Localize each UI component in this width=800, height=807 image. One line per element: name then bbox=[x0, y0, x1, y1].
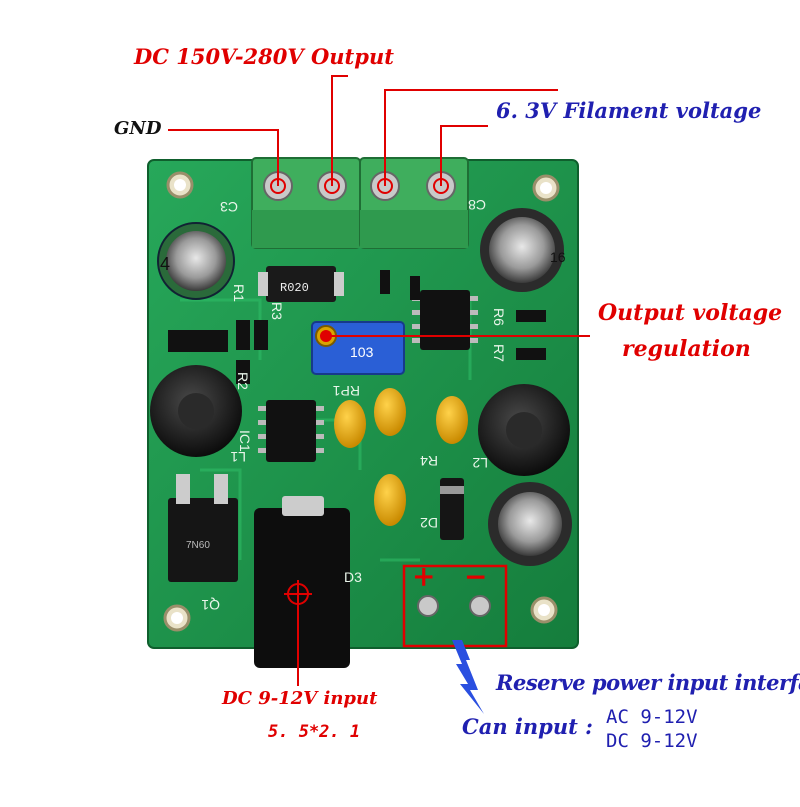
silk-d3: D3 bbox=[344, 569, 362, 585]
callout-dots bbox=[270, 178, 449, 342]
gnd-label: GND bbox=[114, 118, 162, 139]
minus-sign: − bbox=[464, 560, 488, 593]
reserve-label: Reserve power input interface bbox=[496, 670, 800, 695]
capacitor-bottom-right bbox=[488, 482, 572, 566]
smd-parts bbox=[168, 270, 546, 384]
silk-l2: L2 bbox=[472, 455, 488, 471]
ac-range-label: AC 9-12V bbox=[606, 706, 698, 728]
dc-range-label: DC 9-12V bbox=[606, 730, 698, 752]
silk-ic1: IC1 bbox=[237, 430, 253, 452]
silk-r6: R6 bbox=[491, 308, 507, 326]
silk-r2: R2 bbox=[235, 372, 251, 390]
silk-r3: R3 bbox=[269, 302, 285, 320]
ceramic-capacitors bbox=[334, 388, 468, 526]
shunt-resistor: R020 bbox=[258, 266, 344, 302]
dc-input-size-label: 5. 5*2. 1 bbox=[268, 722, 361, 742]
cap-top-right-label: 16 bbox=[550, 249, 566, 265]
mosfet-q1: 7N60 bbox=[168, 474, 238, 582]
dc-output-label: DC 150V-280V Output bbox=[134, 44, 394, 69]
output-regulation-label-1: Output voltage bbox=[598, 300, 783, 326]
lightning-arrow-icon bbox=[452, 640, 484, 714]
can-input-label: Can input : bbox=[462, 714, 593, 739]
silk-c3: C3 bbox=[220, 199, 238, 215]
silkscreen-labels: Q1 D3 D2 R4 L2 IC1 L1 R1 R2 R3 R6 R7 C3 … bbox=[201, 197, 507, 613]
silk-q1: Q1 bbox=[201, 597, 220, 613]
capacitor-top-left: 4 bbox=[157, 222, 235, 300]
inductor-left bbox=[150, 365, 242, 457]
silk-r1: R1 bbox=[231, 284, 247, 302]
potentiometer: 103 bbox=[311, 321, 405, 375]
ic-chip-left bbox=[258, 400, 324, 462]
inductor-right bbox=[478, 384, 570, 476]
silk-rp1: RP1 bbox=[333, 383, 360, 399]
diode-d2 bbox=[440, 478, 464, 540]
cap-top-left-label: 4 bbox=[160, 254, 170, 274]
r020-label: R020 bbox=[280, 281, 309, 295]
silk-r7: R7 bbox=[491, 344, 507, 362]
pot-label: 103 bbox=[350, 344, 374, 360]
silk-c8: C8 bbox=[468, 197, 486, 213]
plus-sign: + bbox=[412, 560, 436, 593]
filament-label: 6. 3V Filament voltage bbox=[496, 98, 762, 123]
dc-input-label: DC 9-12V input bbox=[222, 688, 378, 709]
dc-barrel-jack bbox=[254, 496, 350, 668]
terminal-block-right bbox=[359, 157, 469, 249]
ic-chip-right bbox=[412, 290, 478, 350]
capacitor-top-right: 16 bbox=[480, 208, 566, 292]
silk-r4: R4 bbox=[420, 453, 438, 469]
mounting-holes bbox=[163, 171, 560, 632]
silk-d2: D2 bbox=[420, 515, 438, 531]
transistor-label: 7N60 bbox=[186, 540, 210, 551]
callout-lines bbox=[168, 75, 590, 686]
silk-l1: L1 bbox=[230, 449, 246, 465]
terminal-block-left bbox=[251, 157, 361, 249]
output-regulation-label-2: regulation bbox=[622, 336, 751, 362]
